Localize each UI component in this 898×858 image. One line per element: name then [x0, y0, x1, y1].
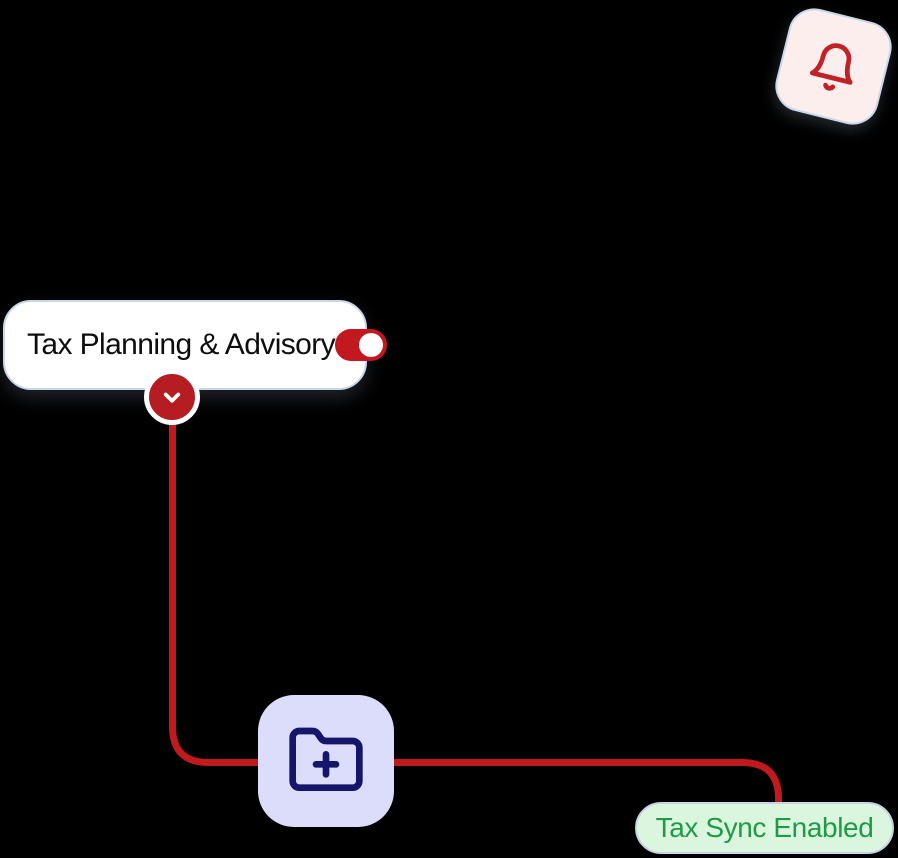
- folder-plus-icon: [289, 727, 363, 791]
- chevron-down-icon: [163, 392, 181, 403]
- status-badge-label: Tax Sync Enabled: [655, 812, 874, 843]
- service-card: Tax Planning & Advisory: [3, 300, 388, 390]
- notification-tile[interactable]: [769, 2, 898, 131]
- bell-icon: [809, 42, 853, 91]
- folder-tile[interactable]: [258, 695, 394, 827]
- service-card-label: Tax Planning & Advisory: [27, 328, 336, 361]
- expand-button[interactable]: [144, 369, 200, 425]
- tax-planning-toggle[interactable]: [335, 329, 388, 361]
- toggle-knob: [359, 333, 384, 357]
- status-badge: Tax Sync Enabled: [635, 802, 894, 854]
